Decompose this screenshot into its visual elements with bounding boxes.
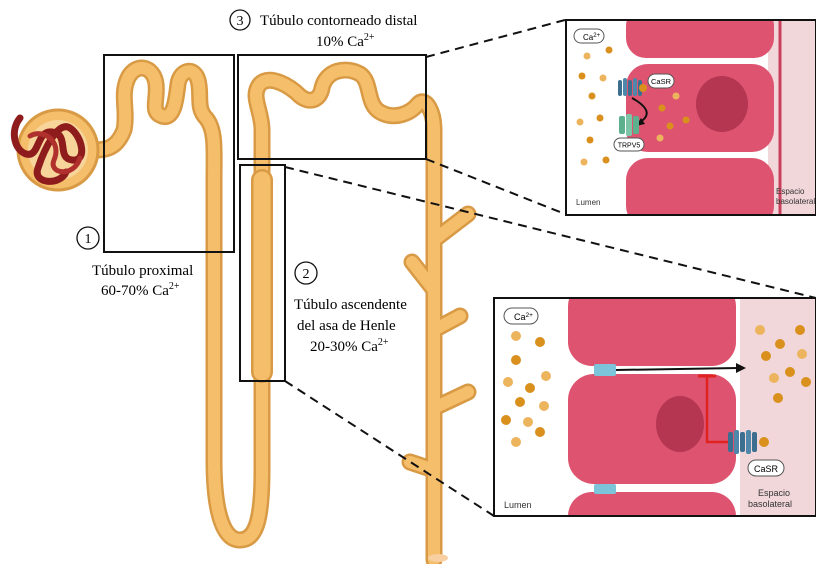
ascending-percent: 20-30% Ca2+	[310, 337, 389, 355]
nucleus	[656, 396, 704, 452]
inset-henle: Ca2+	[494, 282, 816, 542]
tight-junction	[594, 484, 616, 494]
inset1-receptor-label: CaSR	[651, 77, 672, 86]
nucleus	[696, 76, 748, 132]
inset-distal: Ca2+ CaSR	[566, 6, 816, 228]
ascending-name-1: Túbulo ascendente	[294, 297, 407, 313]
proximal-name: Túbulo proximal	[92, 263, 193, 279]
ascending-name-2: del asa de Henle	[297, 318, 396, 334]
distal-number: 3	[237, 14, 244, 29]
distal-percent: 10% Ca2+	[316, 32, 375, 50]
proximal-number: 1	[85, 232, 92, 247]
inset1-baso-label-2: basolateral	[776, 197, 815, 206]
proximal-percent: 60-70% Ca2+	[101, 281, 180, 299]
glomerulus	[14, 110, 98, 190]
inset2-receptor-label: CaSR	[754, 464, 779, 474]
nephron	[96, 68, 468, 562]
inset1-channel-label: TRPV5	[618, 143, 641, 150]
label-ascending: 2 Túbulo ascendente del asa de Henle 20-…	[294, 262, 407, 355]
inset2-lumen-label: Lumen	[504, 500, 532, 510]
ascending-number: 2	[303, 267, 310, 282]
inset1-baso-label-1: Espacio	[776, 187, 805, 196]
tight-junction	[594, 364, 616, 376]
inset2-baso-label-1: Espacio	[758, 488, 790, 498]
label-distal: 3 Túbulo contorneado distal 10% Ca2+	[230, 10, 417, 50]
label-proximal: 1 Túbulo proximal 60-70% Ca2+	[77, 227, 193, 299]
inset2-baso-label-2: basolateral	[748, 499, 792, 509]
trpv5-channel	[619, 114, 639, 136]
inset1-lumen-label: Lumen	[576, 198, 600, 207]
distal-name: Túbulo contorneado distal	[260, 13, 417, 29]
